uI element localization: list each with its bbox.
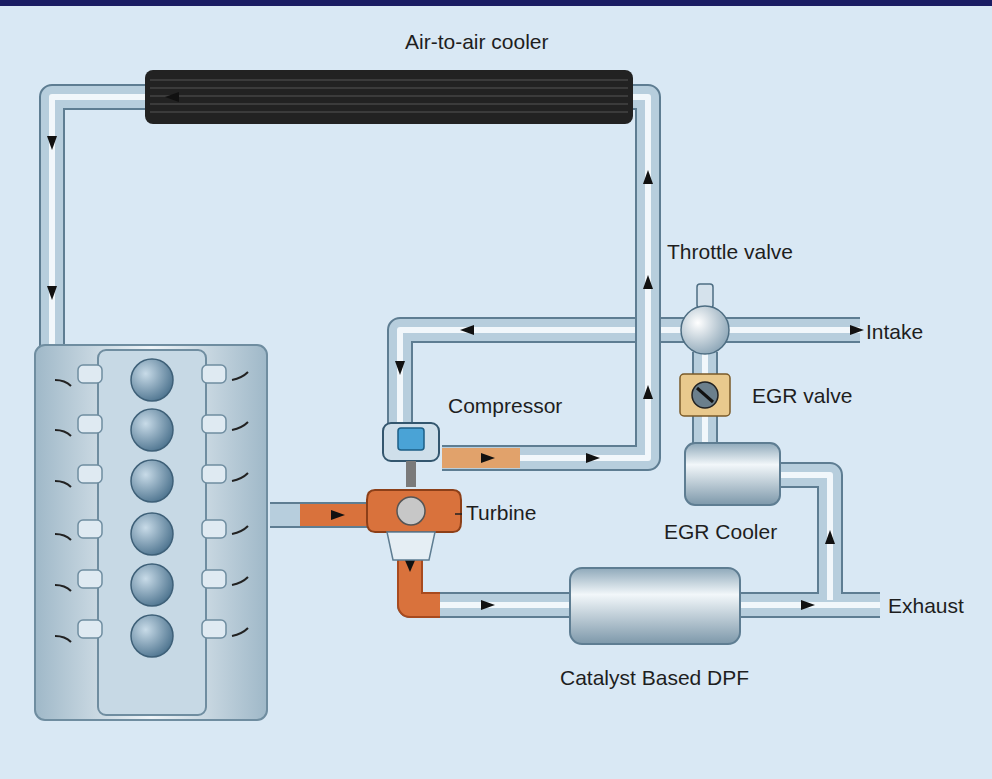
part-label: Exhaust [888, 594, 964, 618]
part-label: Turbine [466, 501, 536, 525]
part-label: Air-to-air cooler [405, 30, 549, 54]
part-label: EGR valve [752, 384, 852, 408]
part-label: Compressor [448, 394, 562, 418]
part-label: EGR Cooler [664, 520, 777, 544]
part-label: Throttle valve [667, 240, 793, 264]
part-label: Intake [866, 320, 923, 344]
part-label: Catalyst Based DPF [560, 666, 749, 690]
